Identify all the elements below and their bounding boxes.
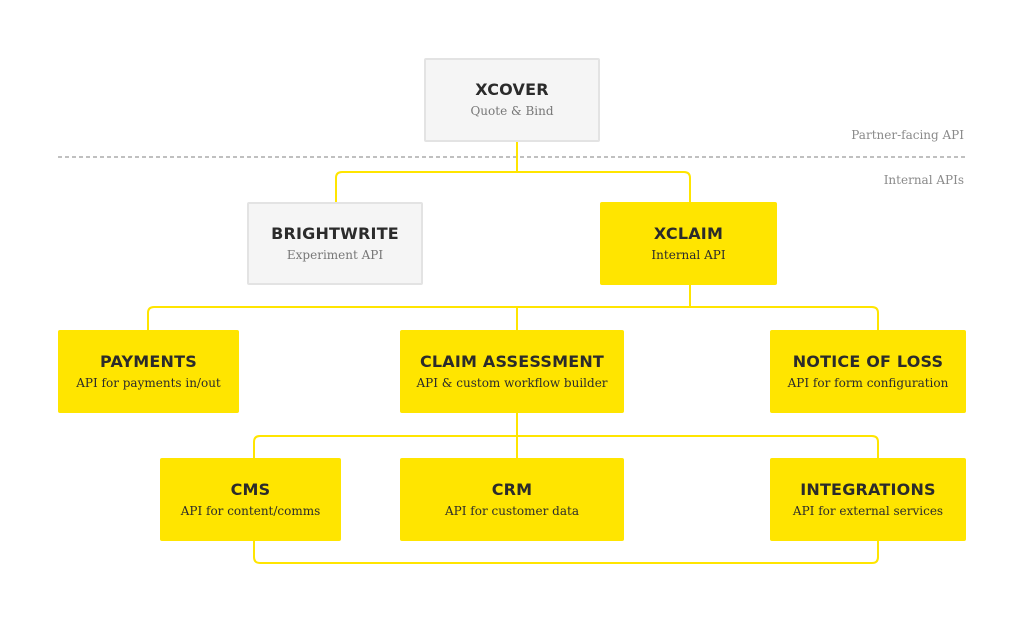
node-subtitle: API for payments in/out — [76, 375, 221, 390]
node-notice-of-loss: NOTICE OF LOSS API for form configuratio… — [770, 330, 966, 413]
node-subtitle: API for external services — [792, 503, 944, 518]
node-subtitle: API & custom workflow builder — [416, 375, 608, 390]
node-brightwrite: BRIGHTWRITE Experiment API — [247, 202, 423, 285]
node-title: XCLAIM — [653, 223, 724, 243]
node-xclaim: XCLAIM Internal API — [600, 202, 777, 285]
connector-level1 — [335, 171, 691, 202]
node-subtitle: API for form configuration — [787, 375, 949, 390]
node-xcover: XCOVER Quote & Bind — [424, 58, 600, 142]
node-title: INTEGRATIONS — [800, 479, 936, 499]
node-claim-assessment: CLAIM ASSESSMENT API & custom workflow b… — [400, 330, 624, 413]
partner-facing-label: Partner-facing API — [851, 128, 964, 142]
node-title: CMS — [230, 479, 271, 499]
node-title: CLAIM ASSESSMENT — [419, 351, 605, 371]
node-title: BRIGHTWRITE — [271, 223, 399, 243]
node-crm: CRM API for customer data — [400, 458, 624, 541]
connector-level2 — [147, 306, 879, 330]
node-subtitle: Experiment API — [286, 247, 384, 262]
node-subtitle: Internal API — [651, 247, 726, 262]
node-title: PAYMENTS — [100, 351, 197, 371]
connector-level3 — [253, 435, 879, 458]
node-subtitle: Quote & Bind — [470, 104, 554, 118]
node-title: CRM — [491, 479, 533, 499]
internal-apis-label: Internal APIs — [883, 173, 964, 187]
node-integrations: INTEGRATIONS API for external services — [770, 458, 966, 541]
node-title: NOTICE OF LOSS — [792, 351, 944, 371]
node-payments: PAYMENTS API for payments in/out — [58, 330, 239, 413]
node-title: XCOVER — [475, 80, 549, 99]
node-cms: CMS API for content/comms — [160, 458, 341, 541]
connector-bottom-loop — [253, 541, 879, 564]
node-subtitle: API for content/comms — [180, 503, 321, 518]
node-subtitle: API for customer data — [444, 503, 579, 518]
